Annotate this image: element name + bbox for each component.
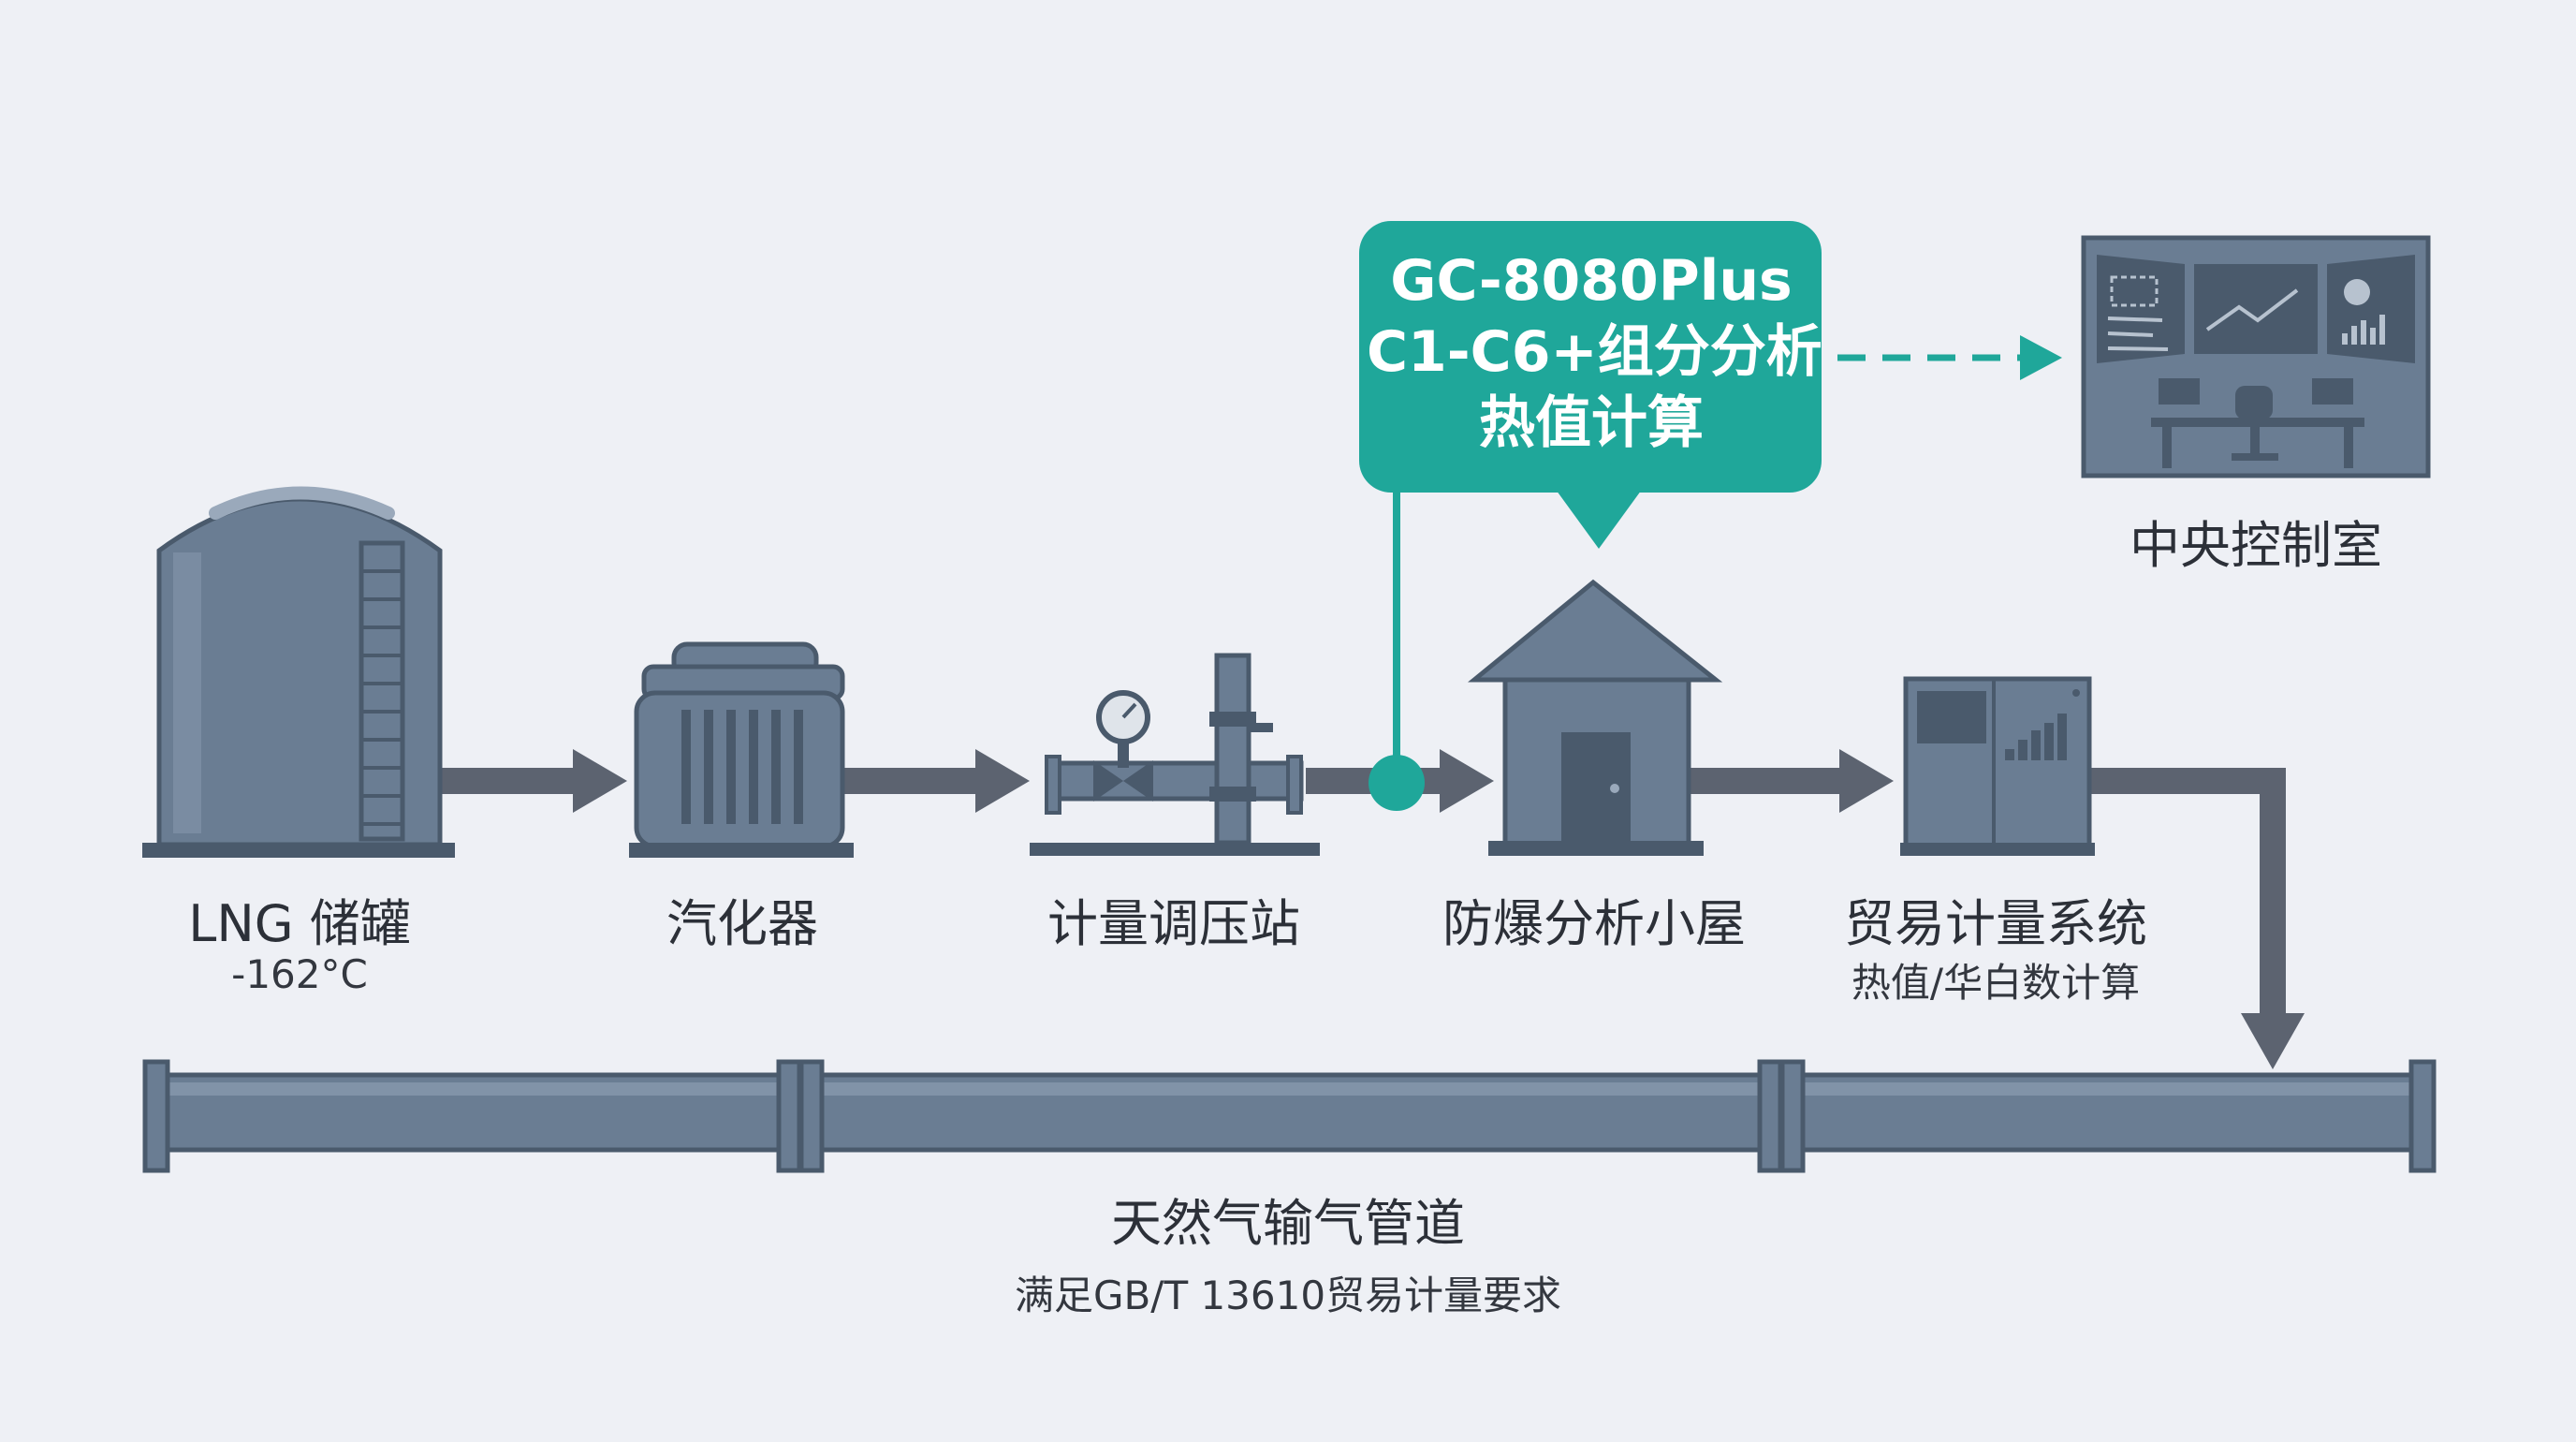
analyzer-sample-line — [1368, 479, 1425, 811]
shelter-house-icon — [1468, 579, 1723, 856]
vaporizer-icon — [629, 641, 854, 858]
analyzer-calculation: 热值计算 — [1479, 390, 1704, 456]
control-cabinet-icon — [1900, 676, 2095, 856]
flow-arrow-metering-to-pipeline — [2087, 768, 2305, 1069]
flow-arrow-vaporizer-to-station — [842, 749, 1030, 813]
flow-arrow-tank-to-vaporizer — [442, 749, 627, 813]
storage-tank-icon — [142, 486, 455, 858]
analyzer-model: GC-8080Plus — [1390, 248, 1793, 314]
pipeline-label: 天然气输气管道 — [1111, 1194, 1465, 1253]
metering-system-label: 贸易计量系统 — [1844, 894, 2147, 953]
vaporizer-label: 汽化器 — [666, 894, 818, 953]
flow-arrow-shelter-to-metering — [1690, 749, 1894, 813]
analyzer-function: C1-C6+组分分析 — [1367, 319, 1822, 385]
signal-dashed-arrow — [1837, 335, 2062, 380]
analyzer-callout — [1359, 221, 1822, 549]
pipeline-standard-note: 满足GB/T 13610贸易计量要求 — [1014, 1273, 1562, 1318]
lng-tank-label: LNG 储罐 — [188, 894, 411, 953]
pipe-flange — [142, 1059, 2437, 1173]
pressure-gauge-valve-icon — [1030, 653, 1320, 856]
metering-system-sub: 热值/华白数计算 — [1851, 960, 2141, 1006]
metering-station-label: 计量调压站 — [1047, 894, 1300, 953]
lng-tank-temperature: -162°C — [231, 951, 368, 997]
analyzer-callout-text: GC-8080Plus C1-C6+组分分析 热值计算 — [1367, 245, 1822, 459]
analyzer-shelter-label: 防爆分析小屋 — [1442, 894, 1746, 953]
transmission-pipeline — [142, 1059, 2437, 1173]
control-room-label: 中央控制室 — [2130, 516, 2382, 575]
control-room-icon — [2081, 235, 2431, 478]
